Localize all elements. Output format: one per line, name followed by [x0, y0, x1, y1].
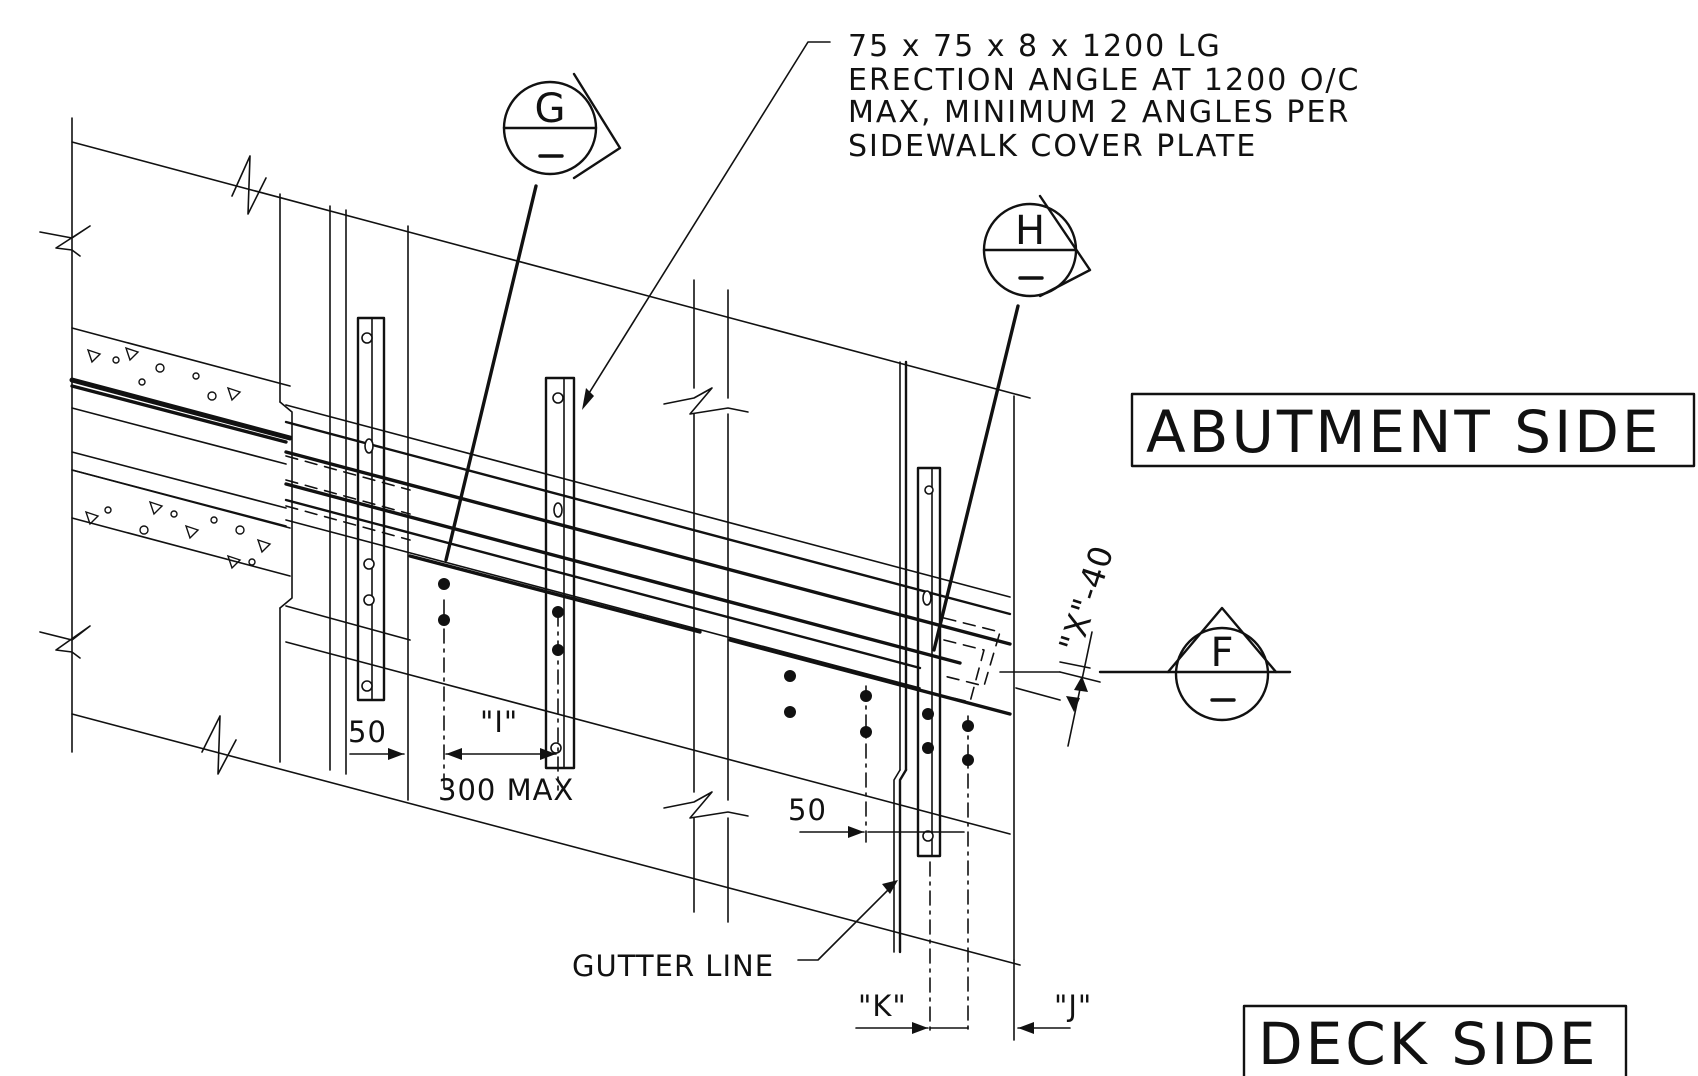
abutment-side-label: ABUTMENT SIDE — [1146, 398, 1662, 466]
dim-j: "J" — [1054, 989, 1092, 1023]
outline-lines — [39, 117, 1031, 966]
erection-angle-note: 75 x 75 x 8 x 1200 LG ERECTION ANGLE AT … — [848, 29, 1361, 164]
note-line-4: SIDEWALK COVER PLATE — [848, 129, 1257, 164]
gutter-line-label: GUTTER LINE — [572, 949, 774, 983]
erection-angle-3 — [916, 466, 942, 858]
dim-k: "K" — [858, 989, 907, 1023]
deck-side-box: DECK SIDE — [1242, 1004, 1628, 1076]
dim-left-50: 50 — [348, 715, 387, 749]
dimension-lines — [349, 631, 1093, 1041]
dim-right-50: 50 — [788, 793, 827, 827]
section-tag-f-letter: F — [1210, 630, 1233, 676]
dim-i: "I" — [480, 705, 518, 739]
dim-x: "X"-40 — [1051, 540, 1121, 656]
note-line-1: 75 x 75 x 8 x 1200 LG — [848, 29, 1222, 64]
leader-lines — [444, 41, 1020, 961]
hidden-angle-outline — [943, 617, 1101, 703]
aggregate-pattern — [84, 346, 272, 570]
section-tag-g-letter: G — [535, 86, 566, 132]
bolt-pattern — [438, 578, 974, 1035]
vertical-members — [279, 193, 1015, 961]
section-tag-h: H — [982, 194, 1092, 298]
note-line-3: MAX, MINIMUM 2 ANGLES PER — [848, 95, 1350, 130]
deck-side-label: DECK SIDE — [1258, 1010, 1599, 1076]
erection-angle-1 — [356, 316, 386, 702]
section-tag-g: G — [502, 72, 622, 180]
section-tag-h-letter: H — [1015, 208, 1045, 254]
cover-plate-lines — [70, 384, 1012, 835]
note-line-2: ERECTION ANGLE AT 1200 O/C — [848, 63, 1361, 98]
dim-300-max: 300 MAX — [438, 773, 574, 807]
abutment-side-box: ABUTMENT SIDE — [1130, 392, 1696, 468]
concrete-slab — [69, 327, 293, 577]
section-tag-f: F — [1098, 606, 1292, 722]
